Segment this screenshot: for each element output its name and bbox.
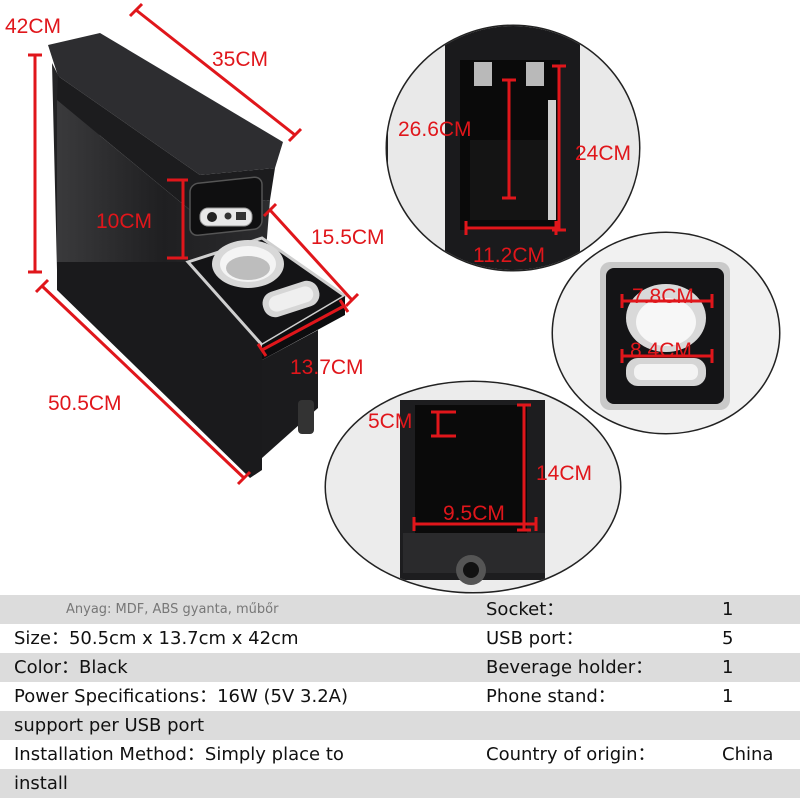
- drawer-detail: 5CM 14CM 9.5CM: [324, 380, 622, 594]
- material-text: Anyag: MDF, ABS gyanta, műbőr: [66, 602, 279, 617]
- cup-holder-tray: [185, 236, 348, 347]
- install-text-line1: Installation Method：Simply place to: [14, 744, 344, 765]
- socket-label: Socket：: [486, 599, 565, 620]
- dim-height: 42CM: [5, 15, 61, 38]
- spec-row-size: Size：50.5cm x 13.7cm x 42cm USB port： 5: [0, 624, 800, 653]
- spec-row-power-cont: support per USB port: [0, 711, 800, 740]
- size-text: Size：50.5cm x 13.7cm x 42cm: [14, 628, 299, 649]
- dim-drawer-width: 9.5CM: [443, 502, 505, 525]
- dim-base-width: 13.7CM: [290, 356, 364, 379]
- dim-panel-depth: 15.5CM: [311, 226, 385, 249]
- spec-row-material: Anyag: MDF, ABS gyanta, műbőr Socket： 1: [0, 595, 800, 624]
- origin-value: China: [722, 744, 774, 765]
- spec-row-power: Power Specifications：16W (5V 3.2A) Phone…: [0, 682, 800, 711]
- dim-inner-width: 11.2CM: [473, 244, 545, 267]
- beverage-label: Beverage holder：: [486, 657, 654, 678]
- dim-cup-diameter: 7.8CM: [632, 285, 694, 308]
- power-text-line2: support per USB port: [14, 715, 205, 736]
- socket-value: 1: [722, 599, 734, 620]
- dim-panel-height: 10CM: [96, 210, 152, 233]
- dimension-lines: [28, 2, 360, 486]
- dim-slot-width: 8.4CM: [630, 339, 692, 362]
- interior-detail: 26.6CM 24CM 11.2CM: [385, 24, 641, 272]
- dim-drawer-depth: 5CM: [368, 410, 412, 433]
- cup-holder-detail: 7.8CM 8.4CM: [551, 231, 781, 435]
- dim-inner-height: 24CM: [575, 142, 631, 165]
- dim-top-width: 35CM: [212, 48, 268, 71]
- usb-value: 5: [722, 628, 734, 649]
- dim-length: 50.5CM: [48, 392, 122, 415]
- spec-row-install-cont: install: [0, 769, 800, 798]
- product-photo: 42CM 35CM 10CM 15.5CM 13.7CM 50.5CM 26.6…: [5, 2, 781, 594]
- spec-table: Anyag: MDF, ABS gyanta, műbőr Socket： 1 …: [0, 595, 800, 800]
- color-text: Color：Black: [14, 657, 128, 678]
- spec-row-color: Color：Black Beverage holder： 1: [0, 653, 800, 682]
- armrest-console: [48, 33, 348, 478]
- dim-inner-depth: 26.6CM: [398, 118, 472, 141]
- beverage-value: 1: [722, 657, 734, 678]
- usb-label: USB port：: [486, 628, 584, 649]
- usb-ports: [199, 207, 253, 227]
- dim-drawer-height: 14CM: [536, 462, 592, 485]
- phone-label: Phone stand：: [486, 686, 616, 707]
- phone-value: 1: [722, 686, 734, 707]
- origin-label: Country of origin：: [486, 744, 656, 765]
- spec-row-install: Installation Method：Simply place to Coun…: [0, 740, 800, 769]
- install-text-line2: install: [14, 773, 68, 794]
- power-text-line1: Power Specifications：16W (5V 3.2A): [14, 686, 348, 707]
